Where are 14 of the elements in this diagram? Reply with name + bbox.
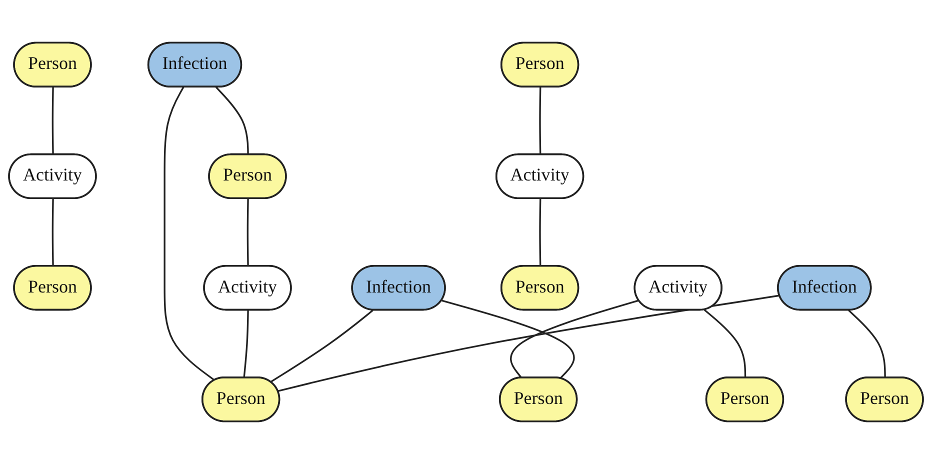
connector — [704, 309, 746, 378]
connector — [539, 87, 542, 155]
connector — [243, 310, 249, 378]
connector — [52, 198, 54, 266]
connector — [164, 86, 216, 382]
connector — [510, 300, 640, 378]
connector — [848, 310, 886, 378]
connector — [246, 198, 249, 266]
connector — [52, 87, 54, 155]
connector — [442, 300, 575, 380]
connector — [215, 86, 249, 155]
connector — [270, 310, 374, 383]
connector — [539, 198, 542, 266]
connector — [278, 294, 780, 392]
